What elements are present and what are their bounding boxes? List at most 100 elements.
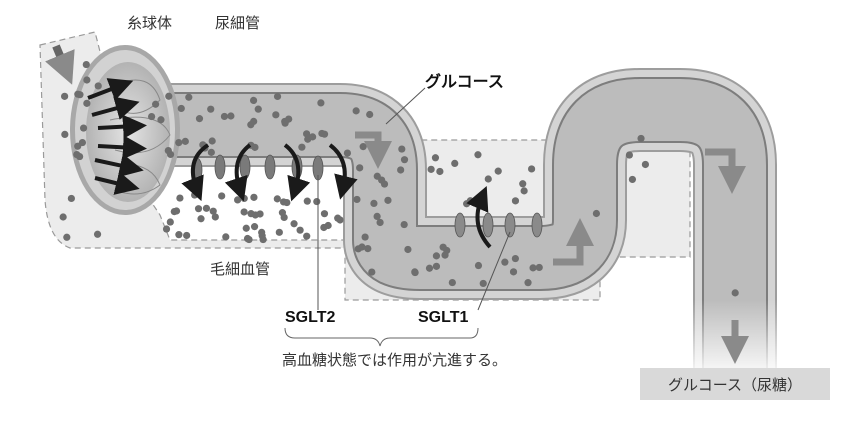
glucose-dot (152, 100, 160, 108)
glucose-dot (234, 196, 242, 204)
note-text: 高血糖状態では作用が亢進する。 (282, 351, 508, 369)
glucose-dot (166, 218, 174, 226)
glucose-dot (494, 167, 502, 175)
glucose-dot (177, 104, 185, 113)
glucose-dot (166, 150, 175, 159)
glucose-dot (359, 143, 367, 151)
glucose-dot (272, 111, 280, 119)
glucose-dot (474, 261, 483, 270)
glucose-dot (83, 99, 91, 107)
filtration-arrows (87, 78, 147, 195)
glucose-dot (254, 105, 262, 113)
glucose-dot (474, 151, 482, 159)
leader-lines (317, 87, 511, 311)
glucose-dot (439, 243, 447, 251)
glucose-dot (207, 148, 215, 156)
glucose-dot (259, 235, 267, 244)
glucose-dot (356, 164, 364, 172)
glucose-dot (275, 228, 283, 236)
glucose-dot (529, 264, 537, 272)
glucose-dot (63, 233, 71, 241)
glucose-dot (436, 167, 444, 176)
glucose-dot (202, 204, 211, 212)
glucose-dot (283, 198, 291, 207)
glucose-dot (592, 209, 601, 218)
glucose-dot (352, 107, 360, 115)
glucose-dot (641, 160, 650, 169)
glucose-dot (361, 233, 369, 241)
label-glomerulus: 糸球体 (127, 14, 173, 32)
glucose-dot (79, 124, 88, 132)
glucose-dot (317, 99, 325, 107)
glucose-dot (400, 220, 408, 229)
glucose-dot (298, 143, 306, 151)
glucose-dot (296, 226, 304, 234)
glucose-dot (176, 194, 184, 202)
glucose-dot (195, 115, 204, 123)
label-tubule: 尿細管 (215, 14, 261, 32)
label-sglt2: SGLT2 (285, 309, 336, 326)
glucose-dot (181, 137, 189, 145)
glucose-dot (451, 159, 459, 168)
glucose-dot (404, 245, 412, 254)
label-sglt1: SGLT1 (418, 309, 469, 326)
glucose-dot (370, 199, 378, 207)
glucose-dot (82, 60, 90, 69)
glucose-dot (59, 213, 67, 221)
glucose-dot (273, 92, 282, 101)
glucose-dot (303, 130, 311, 138)
glucose-dot (320, 223, 328, 232)
glucose-dot (373, 172, 381, 180)
glucose-dot (353, 195, 361, 204)
glucose-dot (368, 268, 376, 276)
glucose-dot (397, 166, 405, 174)
glucose-dot (220, 112, 229, 121)
sglt1-reabsorption-arrow (466, 185, 492, 249)
glucose-dot (303, 232, 311, 240)
glucose-dot (251, 211, 260, 219)
glucose-dot (313, 197, 321, 206)
glucose-dot (309, 133, 317, 141)
glucose-dot (343, 149, 352, 157)
label-capillary: 毛細血管 (210, 260, 271, 278)
glucose-dot (432, 252, 441, 260)
glucose-dot (731, 289, 739, 297)
glucose-dot (484, 175, 492, 183)
sglt2-reabsorption-arrows (181, 143, 358, 202)
glucose-dot (334, 214, 342, 222)
brace (284, 327, 479, 347)
glucose-dot (240, 194, 248, 202)
glucose-dot (501, 258, 509, 266)
glucose-dot (637, 134, 645, 143)
glucose-dot (251, 143, 259, 151)
glucose-dot (376, 218, 384, 227)
glucose-dot (625, 151, 634, 159)
glucose-dot (67, 194, 75, 203)
glucose-dot (157, 116, 165, 124)
glucose-dot (245, 235, 253, 244)
glucose-dot (74, 90, 82, 98)
glucose-dot (61, 130, 69, 139)
glucose-dot (320, 210, 329, 218)
glucose-dot (175, 138, 183, 147)
glucose-dot (207, 105, 215, 113)
glucose-dot (535, 263, 543, 272)
glucose-dot (290, 220, 298, 228)
glucose-dot (373, 212, 381, 220)
glucose-dot (211, 213, 219, 221)
glucose-dot (303, 197, 311, 205)
glucose-dot (366, 110, 374, 119)
glucose-dot (463, 200, 471, 208)
glucose-dot (527, 165, 536, 173)
glucose-dot (175, 231, 183, 239)
glucose-dot (511, 254, 519, 263)
glucose-dot (249, 96, 258, 105)
glucose-dot (400, 156, 409, 164)
glucose-dot (240, 208, 248, 216)
label-glucose: グルコース (425, 74, 504, 91)
glucose-dot (398, 145, 406, 153)
blood-inflow-arrow (45, 44, 75, 85)
glucose-dot (509, 268, 518, 276)
glucose-dot (479, 279, 487, 288)
glucose-dot (78, 138, 87, 147)
